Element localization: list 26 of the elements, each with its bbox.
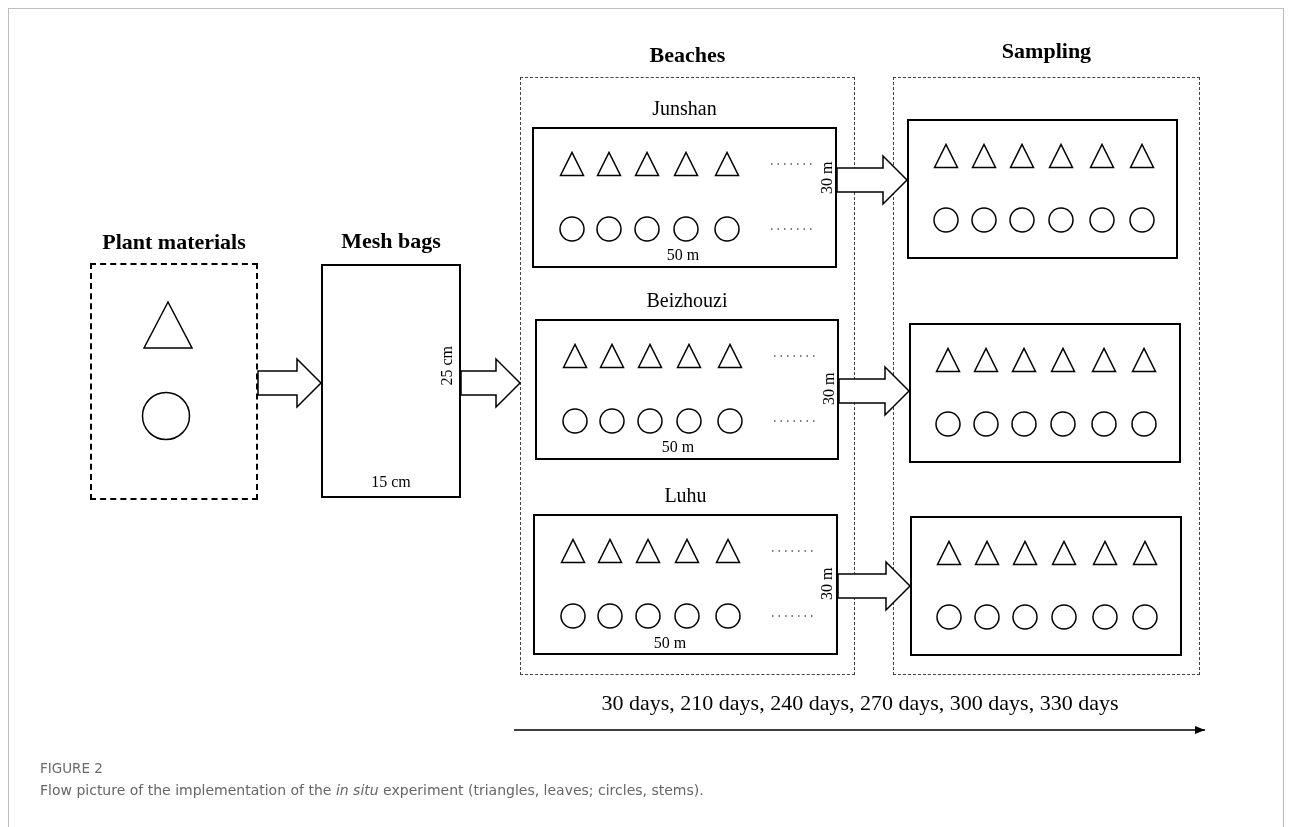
group-heading: Plant materials: [101, 229, 247, 256]
group-heading: Mesh bags: [340, 228, 442, 255]
block-arrow: [460, 357, 522, 409]
sample-box: [907, 119, 1178, 259]
site-name: Luhu: [663, 483, 708, 507]
dimension-label: 50 m: [666, 246, 700, 264]
dimension-label: 30 m: [818, 567, 836, 601]
dimension-label: 15 cm: [371, 473, 411, 491]
figure-number: FIGURE 2: [40, 760, 103, 776]
dimension-label: 30 m: [820, 372, 838, 406]
sample-box: [910, 516, 1182, 656]
dimension-label: 50 m: [653, 634, 687, 652]
timeline-label: 30 days, 210 days, 240 days, 270 days, 300 days, 330 days: [601, 690, 1119, 716]
group-heading: Sampling: [1000, 38, 1093, 65]
dimension-label: 25 cm: [438, 346, 456, 386]
block-arrow: [837, 560, 912, 612]
block-arrow: [257, 357, 323, 409]
figure-caption: Flow picture of the implementation of the in situ experiment (triangles, leaves; circles, stems).: [40, 783, 704, 799]
dimension-label: 30 m: [818, 161, 836, 195]
dimension-label: 50 m: [661, 438, 695, 456]
group-heading: Beaches: [648, 42, 727, 69]
sample-box: [909, 323, 1181, 463]
site-name: Beizhouzi: [645, 288, 729, 312]
block-arrow: [836, 154, 909, 206]
block-arrow: [838, 365, 911, 417]
site-name: Junshan: [651, 96, 718, 120]
